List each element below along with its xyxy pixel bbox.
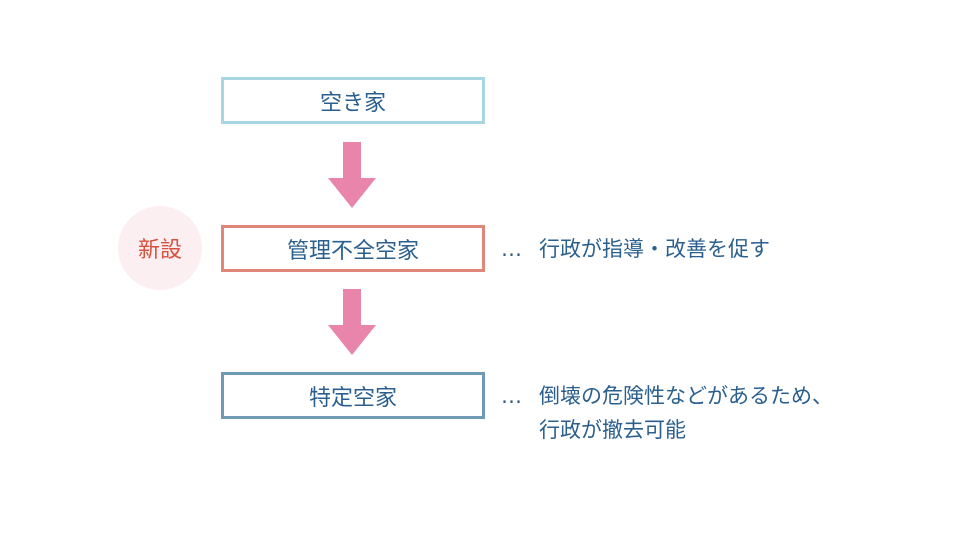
new-badge: 新設	[118, 206, 202, 290]
note-tokutei-line2: 行政が撤去可能	[501, 413, 833, 447]
note-tokutei-text-1: 倒壊の危険性などがあるため、	[539, 384, 833, 408]
stage-box-akiya: 空き家	[221, 77, 485, 124]
stage-box-kanri-fuzen: 管理不全空家	[221, 225, 485, 272]
note-kanri-fuzen: … 行政が指導・改善を促す	[501, 232, 770, 266]
down-arrow-1	[328, 142, 376, 208]
note-kanri-prefix: …	[501, 237, 522, 261]
new-badge-label: 新設	[137, 238, 182, 263]
note-kanri-line1: … 行政が指導・改善を促す	[501, 232, 770, 266]
note-tokutei-prefix: …	[501, 384, 522, 408]
note-tokutei: … 倒壊の危険性などがあるため、 行政が撤去可能	[501, 379, 833, 447]
note-tokutei-line1: … 倒壊の危険性などがあるため、	[501, 379, 833, 413]
stage-label-kanri-fuzen: 管理不全空家	[286, 238, 419, 264]
note-tokutei-text-2: 行政が撤去可能	[539, 418, 686, 442]
down-arrow-2	[328, 289, 376, 355]
stage-box-tokutei: 特定空家	[221, 372, 485, 419]
stage-label-tokutei: 特定空家	[308, 385, 397, 411]
note-kanri-text: 行政が指導・改善を促す	[539, 237, 770, 261]
stage-label-akiya: 空き家	[319, 90, 386, 116]
